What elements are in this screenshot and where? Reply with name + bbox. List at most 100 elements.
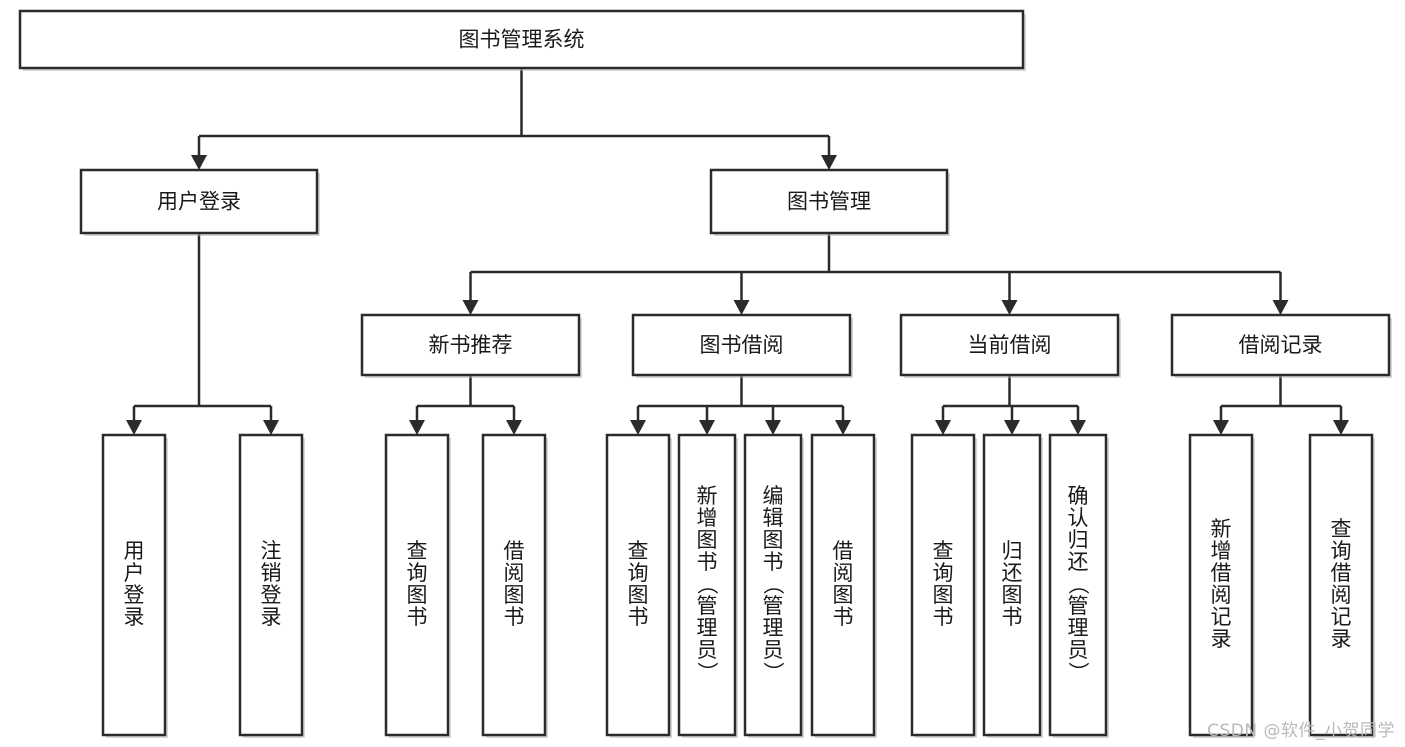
leaf-label-char: 查	[628, 539, 649, 563]
leaf-label-char: 询	[933, 561, 954, 585]
leaf-label-char: 阅	[504, 561, 525, 585]
node-leaf-box-8[interactable]	[910, 433, 976, 737]
node-level3-label-3: 借阅记录	[1239, 333, 1323, 357]
leaf-label-char: 书	[504, 605, 525, 629]
leaf-label-char: 录	[124, 605, 145, 629]
leaf-label-char: 图	[697, 528, 718, 552]
arrow-head	[821, 155, 837, 170]
arrow-head	[263, 420, 279, 435]
leaf-label-char: 用	[124, 539, 145, 563]
arrow-head	[630, 420, 646, 435]
leaf-label-char: 书	[763, 550, 784, 574]
node-leaf-box-1[interactable]	[238, 433, 304, 737]
arrow-head	[765, 420, 781, 435]
arrow-head	[126, 420, 142, 435]
leaf-label-char: 登	[261, 583, 282, 607]
leaf-label-char: 阅	[1331, 583, 1352, 607]
arrow-head	[733, 300, 750, 315]
leaf-label-char: 询	[628, 561, 649, 585]
arrow-head	[1001, 300, 1018, 315]
leaf-label-char: 询	[407, 561, 428, 585]
leaf-label-char: 管	[1068, 594, 1089, 618]
leaf-label-char: 登	[124, 583, 145, 607]
leaf-label-char: 管	[763, 594, 784, 618]
leaf-label-char: 书	[407, 605, 428, 629]
arrow-head	[1272, 300, 1289, 315]
leaf-label-char: 借	[1331, 561, 1352, 585]
arrow-head	[462, 300, 479, 315]
leaf-label-char: 询	[1331, 539, 1352, 563]
leaf-label-char: 增	[697, 506, 718, 530]
leaf-label-char: 员	[1068, 638, 1089, 662]
leaf-label-char: 理	[1068, 616, 1089, 640]
leaf-label-char: 书	[697, 550, 718, 574]
leaf-label-char: 还	[1002, 561, 1023, 585]
node-leaf-box-4[interactable]	[605, 433, 671, 737]
arrow-head	[409, 420, 425, 435]
arrow-head	[506, 420, 522, 435]
leaf-label-char: 认	[1068, 506, 1089, 530]
leaf-label-char: 理	[697, 616, 718, 640]
leaf-label-char: 理	[763, 616, 784, 640]
leaf-label-char: 编	[763, 484, 784, 508]
leaf-label-char: 记	[1211, 605, 1232, 629]
node-level3-box-3[interactable]	[1170, 313, 1391, 377]
leaf-label-char: 录	[1331, 627, 1352, 651]
leaf-label-char: 阅	[1211, 583, 1232, 607]
arrow-head	[935, 420, 951, 435]
node-level3-box-2[interactable]	[899, 313, 1120, 377]
arrow-head	[835, 420, 851, 435]
node-level3-box-0[interactable]	[360, 313, 581, 377]
leaf-label-char: 查	[407, 539, 428, 563]
node-leaf-box-0[interactable]	[101, 433, 167, 737]
leaf-label-char: 借	[1211, 561, 1232, 585]
node-level2-box-1[interactable]	[709, 168, 949, 235]
leaf-label-char: 户	[124, 561, 145, 585]
node-leaf-box-10[interactable]	[1048, 433, 1108, 737]
node-leaf-box-5[interactable]	[677, 433, 737, 737]
node-level3-label-2: 当前借阅	[968, 333, 1052, 357]
leaf-label-char: ）	[695, 662, 719, 683]
leaf-label-char: 图	[504, 583, 525, 607]
leaf-label-char: 借	[504, 539, 525, 563]
node-leaf-box-12[interactable]	[1308, 433, 1374, 737]
node-level3-label-0: 新书推荐	[429, 333, 513, 357]
leaf-label-char: （	[761, 574, 785, 595]
nodes-layer: 图书管理系统用户登录图书管理新书推荐图书借阅当前借阅借阅记录用户登录注销登录查询…	[18, 9, 1392, 738]
leaf-label-char: 书	[628, 605, 649, 629]
node-level2-box-0[interactable]	[79, 168, 319, 235]
node-leaf-box-6[interactable]	[743, 433, 803, 737]
leaf-label-char: 归	[1068, 528, 1089, 552]
leaf-label-char: 查	[933, 539, 954, 563]
node-leaf-box-3[interactable]	[481, 433, 547, 737]
arrow-head	[1070, 420, 1086, 435]
leaf-label-char: （	[1066, 574, 1090, 595]
leaf-label-char: 新	[697, 484, 718, 508]
leaf-label-char: 查	[1331, 517, 1352, 541]
leaf-label-char: 书	[833, 605, 854, 629]
arrow-head	[699, 420, 715, 435]
node-leaf-box-9[interactable]	[982, 433, 1042, 737]
leaf-label-char: 注	[261, 539, 282, 563]
node-leaf-box-11[interactable]	[1188, 433, 1254, 737]
leaf-label-char: 图	[1002, 583, 1023, 607]
node-root-box[interactable]	[18, 9, 1025, 70]
leaf-label-char: 增	[1211, 539, 1232, 563]
leaf-label-char: 图	[833, 583, 854, 607]
node-leaf-box-2[interactable]	[384, 433, 450, 737]
node-level3-box-1[interactable]	[631, 313, 852, 377]
leaf-label-char: 书	[933, 605, 954, 629]
node-leaf-label-0: 用户登录	[124, 539, 145, 629]
leaf-label-char: ）	[1066, 662, 1090, 683]
node-leaf-box-7[interactable]	[810, 433, 876, 737]
